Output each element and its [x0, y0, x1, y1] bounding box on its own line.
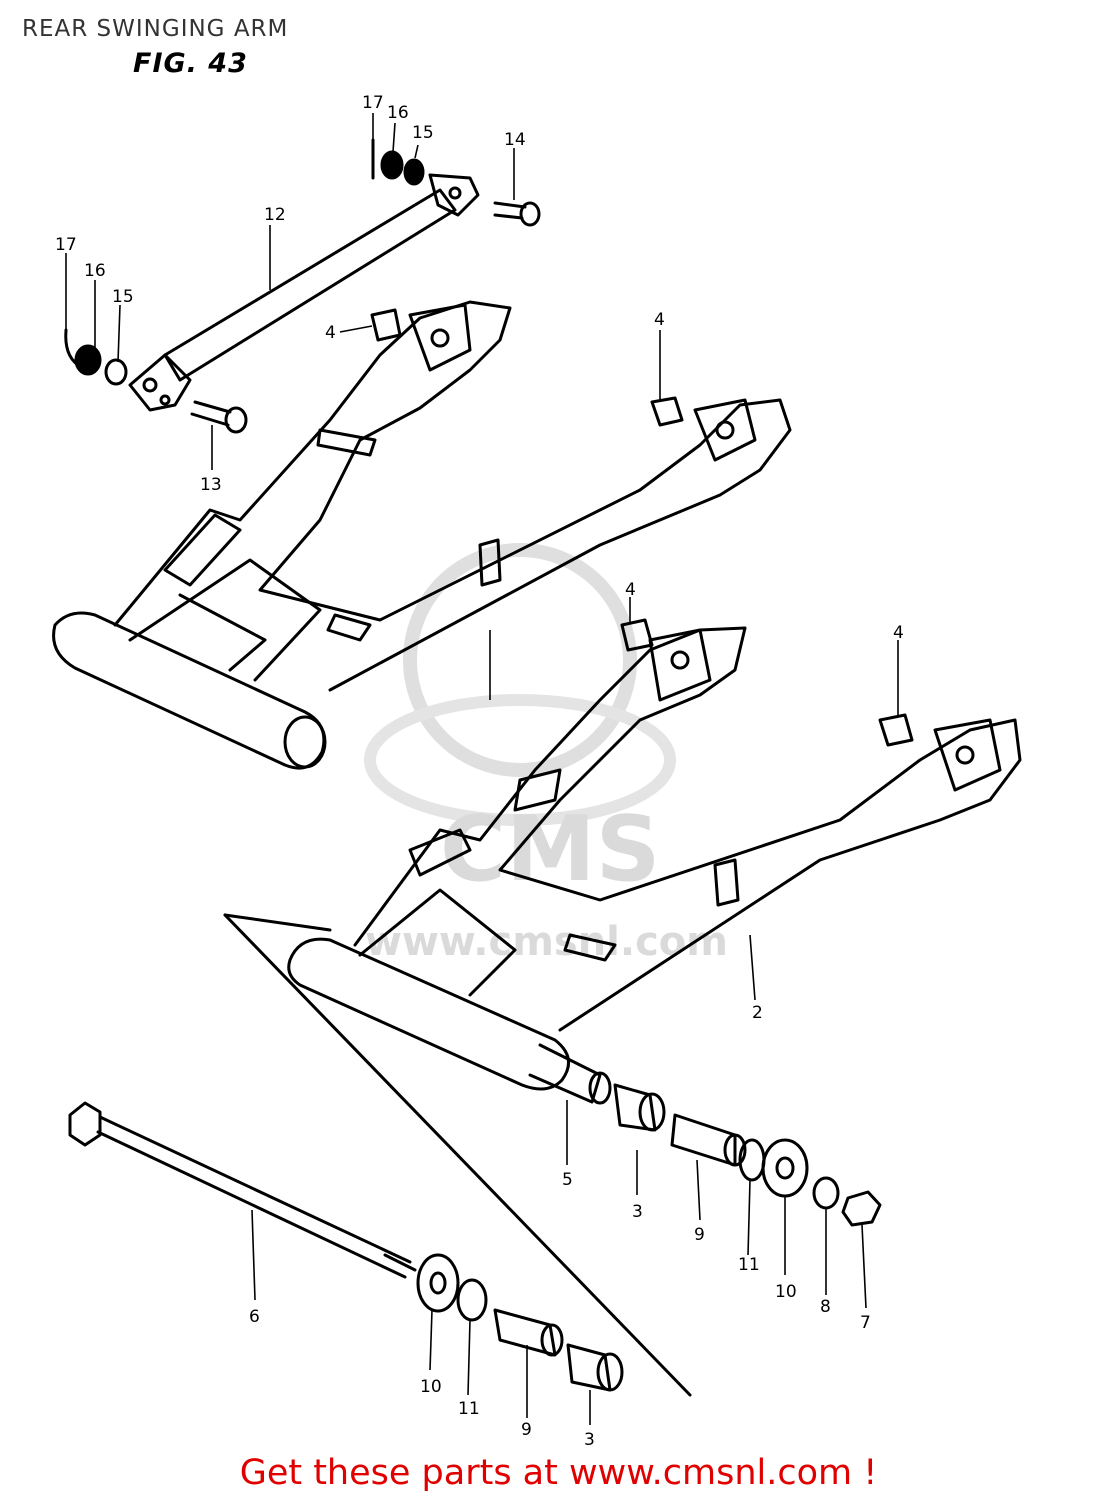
callout-15: 15: [412, 123, 434, 143]
leader-lines: [65, 113, 899, 1425]
callout-14: 14: [504, 130, 526, 150]
callout-4: 4: [893, 623, 904, 643]
callout-17: 17: [55, 235, 77, 255]
watermark-url-text: www.cmsnl.com: [365, 919, 728, 965]
upper-swing-arm: [52, 300, 792, 770]
callout-4: 4: [654, 310, 665, 330]
callout-11: 11: [738, 1255, 760, 1275]
lower-swing-arm: [223, 626, 1022, 1397]
callout-9: 9: [694, 1225, 705, 1245]
parts-15-16-17-upper: [371, 138, 425, 186]
callout-4: 4: [625, 580, 636, 600]
callout-12: 12: [264, 205, 286, 225]
callout-4: 4: [325, 323, 336, 343]
figure-label: FIG. 43: [133, 48, 248, 79]
callout-3: 3: [632, 1202, 643, 1222]
bearing-stack-left: [416, 1253, 624, 1392]
callout-labels: 17 16 15 14 12 17 16 15 4 13 4 4 4 2 5 3…: [55, 93, 904, 1450]
callout-3: 3: [584, 1430, 595, 1450]
callout-6: 6: [249, 1307, 260, 1327]
callout-15: 15: [112, 287, 134, 307]
callout-7: 7: [860, 1313, 871, 1333]
part-4-bushings-upper: [370, 308, 684, 427]
parts-15-16-17-lower: [64, 328, 128, 386]
callout-10: 10: [775, 1282, 797, 1302]
exploded-parts-diagram: CMS www.cmsnl.com: [52, 93, 1022, 1450]
part-5-sleeve: [528, 1043, 612, 1105]
part-6-pivot-bolt: [68, 1101, 417, 1279]
part-4-bushings-lower: [620, 618, 914, 747]
callout-10: 10: [420, 1377, 442, 1397]
callout-11: 11: [458, 1399, 480, 1419]
page-title: REAR SWINGING ARM: [22, 16, 289, 42]
callout-16: 16: [387, 103, 409, 123]
callout-2: 2: [752, 1003, 763, 1023]
callout-8: 8: [820, 1297, 831, 1317]
part-13-bolt: [190, 400, 248, 434]
callout-5: 5: [562, 1170, 573, 1190]
callout-9: 9: [521, 1420, 532, 1440]
callout-16: 16: [84, 261, 106, 281]
part-14-bolt: [493, 201, 541, 227]
callout-13: 13: [200, 475, 222, 495]
bearing-stack-right: [613, 1083, 882, 1227]
cms-watermark: CMS www.cmsnl.com: [364, 543, 728, 965]
part-12-rod: [128, 173, 480, 412]
callout-17: 17: [362, 93, 384, 113]
get-parts-link[interactable]: Get these parts at www.cmsnl.com !: [239, 1453, 878, 1493]
